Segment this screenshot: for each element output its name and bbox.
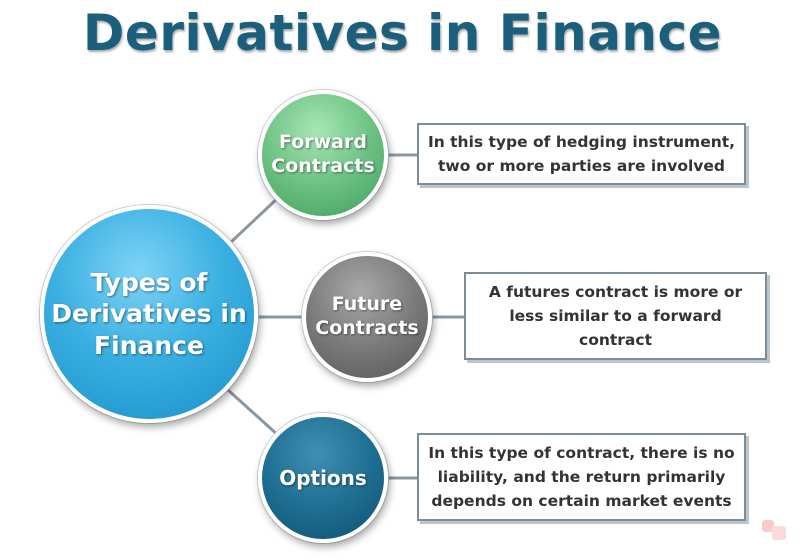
node-label-line: Future bbox=[331, 293, 403, 316]
options-node: Options bbox=[258, 413, 388, 543]
diagram-title: Derivatives in Finance bbox=[82, 4, 723, 62]
center-label-line: Derivatives in bbox=[51, 299, 247, 329]
future-contracts-description: A futures contract is more or less simil… bbox=[464, 272, 767, 360]
description-line: contract bbox=[579, 331, 652, 349]
node-label-line: Forward bbox=[279, 131, 367, 154]
description-line: two or more parties are involved bbox=[437, 157, 725, 175]
description-line: depends on certain market events bbox=[431, 492, 732, 510]
node-label-line: Contracts bbox=[315, 317, 419, 339]
description-line: liability, and the return primarily bbox=[437, 467, 726, 486]
connector-center-forward bbox=[228, 194, 282, 245]
description-line: In this type of contract, there is no bbox=[428, 443, 735, 462]
forward-contracts-description: In this type of hedging instrument, two … bbox=[417, 123, 746, 185]
node-label-line: Contracts bbox=[271, 155, 375, 177]
watermark-icon bbox=[762, 520, 786, 540]
description-line: In this type of hedging instrument, bbox=[427, 132, 736, 151]
center-label-line: Types of bbox=[90, 268, 208, 298]
description-line: less similar to a forward bbox=[509, 306, 722, 325]
future-contracts-node: Future Contracts bbox=[302, 252, 432, 382]
node-label-line: Options bbox=[279, 465, 367, 490]
forward-contracts-node: Forward Contracts bbox=[258, 90, 388, 220]
connector-center-options bbox=[226, 388, 281, 438]
options-description: In this type of contract, there is no li… bbox=[417, 433, 746, 521]
center-label-line: Finance bbox=[94, 330, 204, 360]
description-line: A futures contract is more or bbox=[488, 282, 743, 301]
center-node: Types of Derivatives in Finance bbox=[40, 205, 258, 423]
